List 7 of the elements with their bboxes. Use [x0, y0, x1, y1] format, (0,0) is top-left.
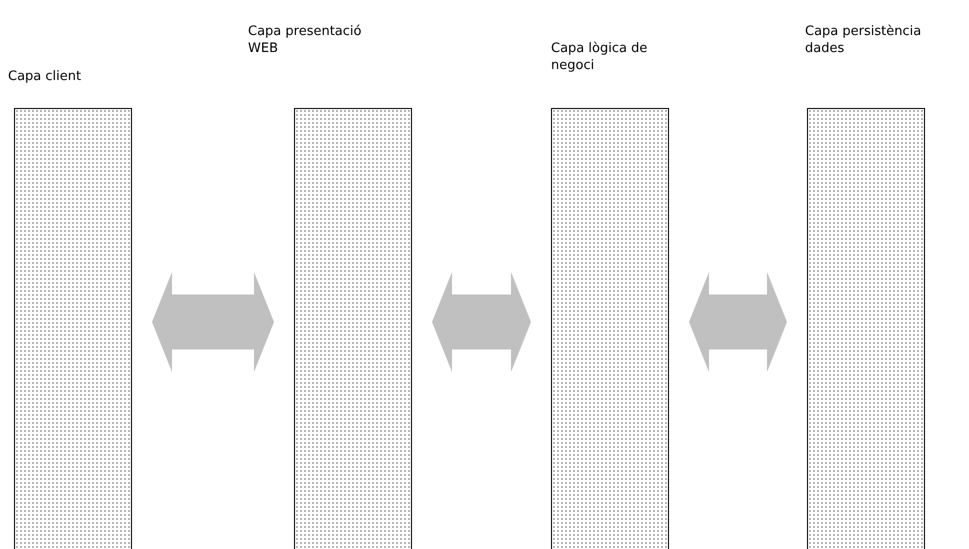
- double-arrow: [689, 272, 787, 372]
- layer-heading: Capa client: [8, 68, 82, 85]
- layer-heading: Capa persistència dades: [805, 23, 922, 57]
- layer-heading: Capa lògica de negoci: [551, 40, 648, 74]
- double-arrow: [432, 272, 531, 372]
- double-arrow: [152, 272, 274, 372]
- layer-heading: Capa presentació WEB: [248, 23, 362, 57]
